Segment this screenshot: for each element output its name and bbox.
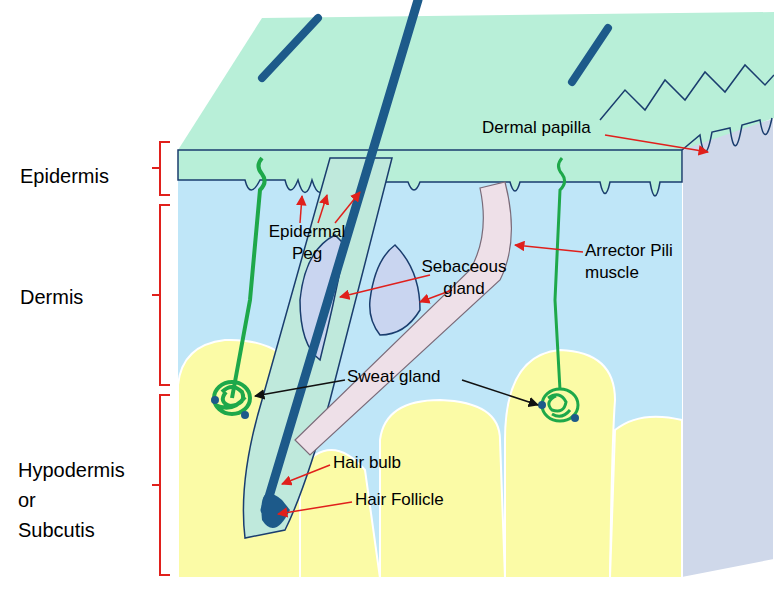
part-label: Dermal papilla xyxy=(482,117,622,139)
part-label: Hair Follicle xyxy=(355,489,495,511)
layer-label: Hypodermis or Subcutis xyxy=(18,455,148,545)
part-label: Sebaceous gland xyxy=(418,256,510,300)
layer-label: Epidermis xyxy=(20,163,160,189)
part-label: Epidermal Peg xyxy=(262,221,352,265)
part-label: Arrector Pili muscle xyxy=(585,240,697,284)
part-label: Sweat gland xyxy=(347,366,477,388)
layer-label: Dermis xyxy=(20,284,160,310)
part-label: Hair bulb xyxy=(333,452,453,474)
